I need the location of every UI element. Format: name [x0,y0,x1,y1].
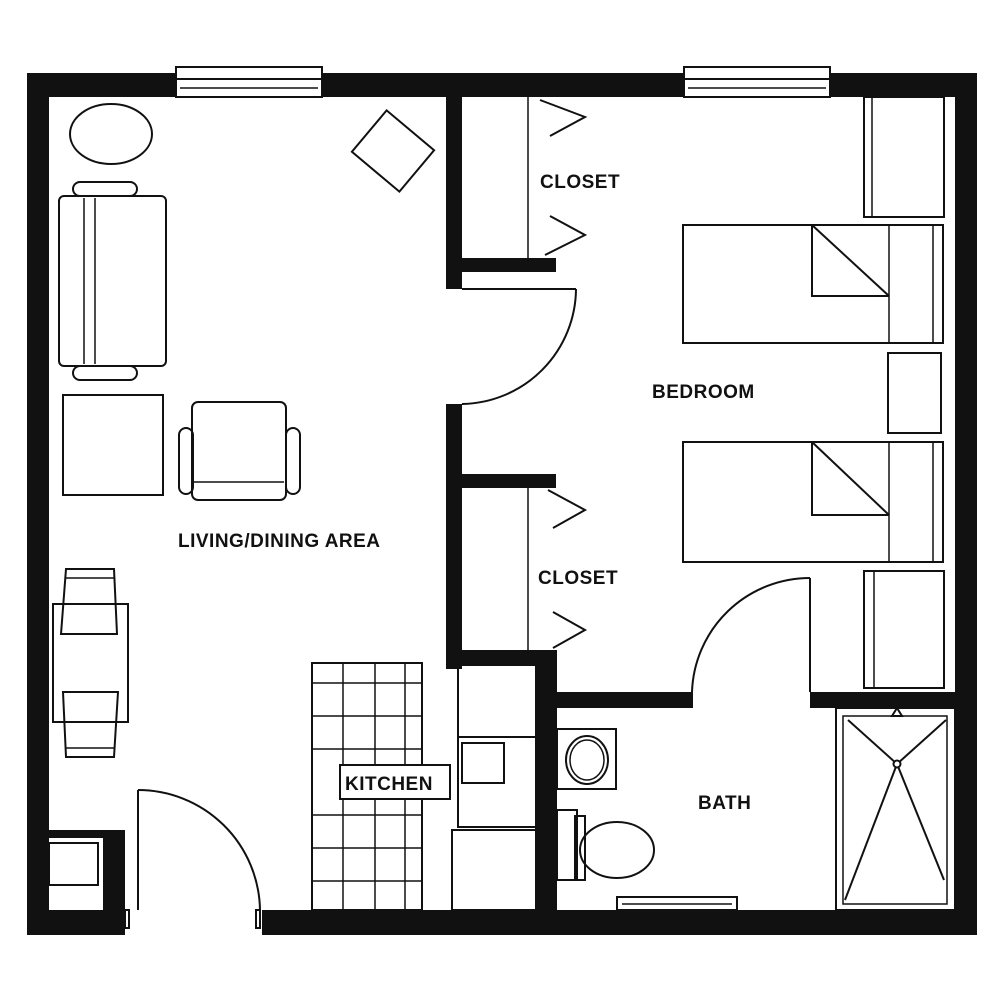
counter [451,829,537,911]
bifold-door-icon[interactable] [552,611,588,649]
entry-door[interactable] [124,789,261,929]
twin-bed [682,224,944,344]
closet-top: CLOSET [527,97,620,258]
sofa [58,181,167,381]
tv-stand [350,108,436,194]
nightstand [887,352,942,434]
window-living [175,66,323,98]
armchair [178,401,301,501]
kitchen: KITCHEN [311,662,537,911]
bath-door[interactable] [691,577,811,693]
twin-bed [682,441,944,563]
room-label-living: LIVING/DINING AREA [178,531,381,552]
interior-walls [446,97,955,920]
living-furniture: LIVING/DINING AREA [48,103,436,886]
room-label-bath: BATH [698,793,751,814]
bath-sink [556,728,617,790]
bifold-door-icon[interactable] [547,489,588,529]
bifold-door-icon[interactable] [544,215,588,256]
bedroom-furniture: BEDROOM [652,96,945,689]
room-label-kitchen: KITCHEN [345,774,433,795]
room-label-bedroom: BEDROOM [652,382,755,403]
vanity-mirror [616,896,738,911]
dresser [863,570,945,689]
outer-walls [27,73,977,935]
end-table [62,394,164,496]
bath: BATH [556,706,956,911]
toilet [556,809,655,881]
stove [457,736,537,828]
room-label-closet-top: CLOSET [540,172,620,193]
bifold-door-icon[interactable] [539,99,588,137]
dining-table [52,568,129,758]
bedroom-door[interactable] [461,288,577,405]
closet-bottom: CLOSET [527,488,618,650]
corner-cabinet [48,842,99,886]
dresser [863,96,945,218]
refrigerator [457,664,537,738]
shower [835,706,956,911]
room-label-closet-bottom: CLOSET [538,568,618,589]
round-table [69,103,153,165]
window-bedroom [683,66,831,98]
